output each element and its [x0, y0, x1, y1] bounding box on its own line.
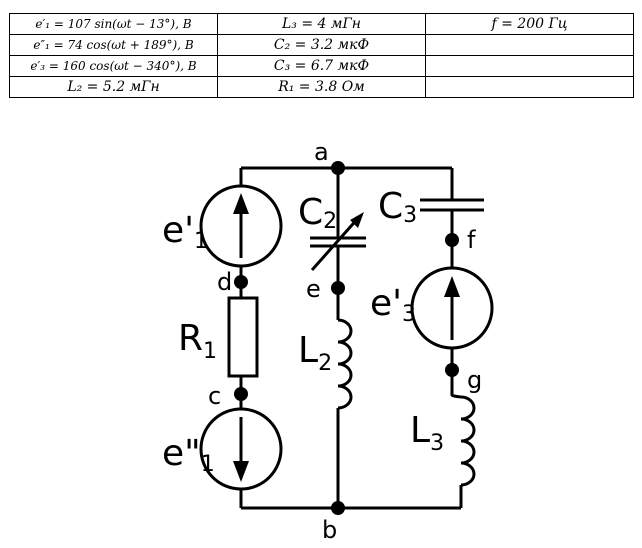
- parameters-table: e′₁ = 107 sin(ωt − 13°), B L₃ = 4 мГн f …: [9, 13, 634, 98]
- label-e1-double-sub: 1: [201, 452, 215, 477]
- source-e1-double-symbol: [199, 407, 283, 491]
- label-e3-prime: e'3: [370, 283, 416, 327]
- label-e1-double: e"1: [162, 433, 215, 477]
- label-e3-prime-main: e': [370, 283, 402, 324]
- label-L3-main: L: [410, 410, 430, 451]
- label-L3-sub: 3: [430, 431, 444, 456]
- node-g-label: g: [467, 366, 482, 394]
- inductor-L3-symbol: [460, 395, 476, 487]
- label-e1-prime-sub: 1: [194, 229, 208, 254]
- node-e-dot: [331, 281, 345, 295]
- label-e1-double-main: e": [162, 433, 201, 474]
- cell-C2: C₂ = 3.2 мкФ: [217, 34, 426, 56]
- node-b-dot: [331, 501, 345, 515]
- label-C2-sub: 2: [323, 209, 337, 234]
- inductor-L2-symbol: [337, 318, 353, 410]
- node-d-label: d: [217, 268, 232, 296]
- table-row: e′₃ = 160 cos(ωt − 340°), B C₃ = 6.7 мкФ: [9, 55, 634, 77]
- label-e3-prime-sub: 3: [402, 302, 416, 327]
- node-a-label: a: [314, 138, 329, 166]
- label-C3-main: C: [378, 186, 403, 227]
- cell-empty: [425, 76, 634, 98]
- label-C3-sub: 3: [403, 203, 417, 228]
- node-g-dot: [445, 363, 459, 377]
- label-L2-main: L: [298, 330, 318, 371]
- cell-C3: C₃ = 6.7 мкФ: [217, 55, 426, 77]
- label-L2: L2: [298, 330, 332, 376]
- label-e1-prime-main: e': [162, 210, 194, 251]
- table-row: e″₁ = 74 cos(ωt + 189°), B C₂ = 3.2 мкФ: [9, 34, 634, 56]
- source-e3-prime-symbol: [410, 266, 494, 350]
- label-R1: R1: [178, 318, 217, 364]
- capacitor-C2-symbol: [310, 212, 366, 271]
- source-e1-prime-symbol: [199, 184, 283, 268]
- node-a-dot: [331, 161, 345, 175]
- label-C3: C3: [378, 186, 417, 228]
- table-row: L₂ = 5.2 мГн R₁ = 3.8 Ом: [9, 76, 634, 98]
- node-d-dot: [234, 275, 248, 289]
- label-L3: L3: [410, 410, 444, 456]
- node-e-label: e: [306, 275, 321, 303]
- wire-L3-connector: [450, 393, 462, 399]
- resistor-R1-symbol: [227, 296, 259, 378]
- label-e1-prime: e'1: [162, 210, 208, 254]
- label-L2-sub: 2: [318, 351, 332, 376]
- label-C2: C2: [298, 192, 337, 234]
- cell-e3-prime: e′₃ = 160 cos(ωt − 340°), B: [9, 55, 218, 77]
- node-c-label: c: [208, 382, 221, 410]
- label-R1-main: R: [178, 318, 203, 359]
- label-R1-sub: 1: [203, 339, 217, 364]
- label-C2-main: C: [298, 192, 323, 233]
- node-b-label: b: [322, 516, 337, 544]
- cell-e1-prime: e′₁ = 107 sin(ωt − 13°), B: [9, 13, 218, 35]
- node-f-label: f: [467, 226, 476, 254]
- node-f-dot: [445, 233, 459, 247]
- cell-L2: L₂ = 5.2 мГн: [9, 76, 218, 98]
- capacitor-C3-symbol: [420, 198, 484, 212]
- cell-R1: R₁ = 3.8 Ом: [217, 76, 426, 98]
- node-c-dot: [234, 387, 248, 401]
